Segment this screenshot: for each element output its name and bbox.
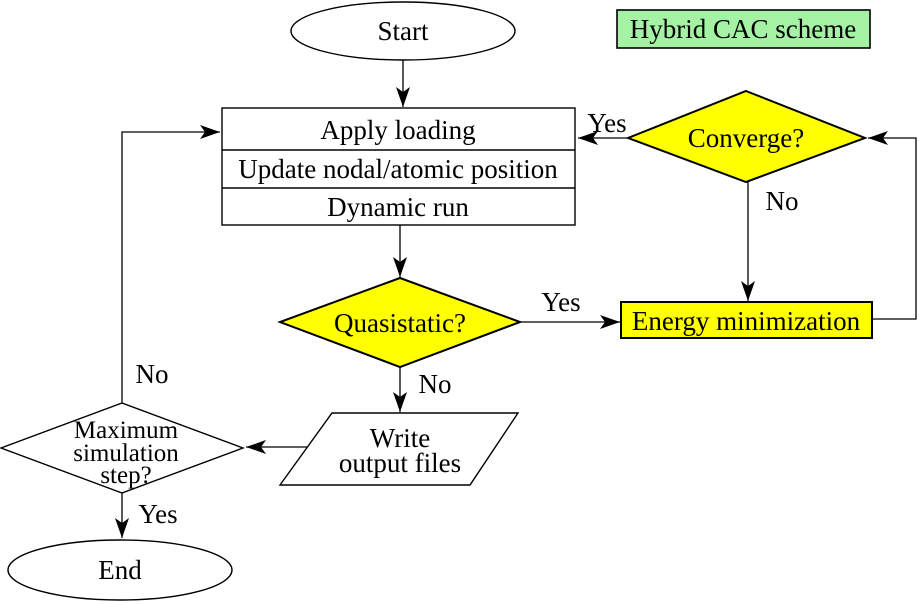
start-ellipse xyxy=(290,1,516,61)
process-row-update-position: Update nodal/atomic position xyxy=(238,154,558,184)
label-converge-no: No xyxy=(766,186,799,216)
converge-label: Converge? xyxy=(688,123,804,153)
write-output-line2: output files xyxy=(339,448,461,478)
node-start: Start xyxy=(290,1,516,61)
energy-rect xyxy=(620,301,873,339)
label-converge-yes: Yes xyxy=(587,108,626,138)
quasistatic-diamond xyxy=(277,276,523,369)
max-step-line1: Maximum xyxy=(74,417,179,444)
node-quasistatic: Quasistatic? xyxy=(277,276,523,369)
label-maxstep-yes: Yes xyxy=(138,499,177,529)
converge-diamond xyxy=(625,89,868,184)
node-write-output: Write output files xyxy=(278,412,520,486)
edge-maxstep-no-loop-to-process xyxy=(121,125,220,403)
edges xyxy=(115,60,917,538)
process-row-apply-loading: Apply loading xyxy=(320,115,475,145)
scheme-title-box: Hybrid CAC scheme xyxy=(616,9,871,49)
end-label: End xyxy=(98,555,142,585)
edge-labels: Yes No Yes No No Yes xyxy=(136,108,799,529)
process-rect xyxy=(221,107,576,226)
process-row-dynamic-run: Dynamic run xyxy=(327,192,469,222)
end-ellipse xyxy=(7,539,233,601)
max-step-line3: step? xyxy=(100,462,151,489)
write-output-parallelogram xyxy=(278,412,520,486)
scheme-title-rect xyxy=(616,9,871,49)
scheme-title-label: Hybrid CAC scheme xyxy=(630,14,856,44)
node-energy-minimization: Energy minimization xyxy=(620,301,873,339)
max-step-line2: simulation xyxy=(73,440,179,467)
node-max-step: Maximum simulation step? xyxy=(0,402,246,494)
energy-label: Energy minimization xyxy=(632,306,861,336)
quasistatic-label: Quasistatic? xyxy=(334,308,466,338)
label-maxstep-no: No xyxy=(136,359,169,389)
max-step-diamond xyxy=(0,402,246,494)
write-output-line1: Write xyxy=(370,423,430,453)
node-converge: Converge? xyxy=(625,89,868,184)
node-end: End xyxy=(7,539,233,601)
start-label: Start xyxy=(378,16,429,46)
node-process: Apply loading Update nodal/atomic positi… xyxy=(221,107,576,226)
label-quasistatic-yes: Yes xyxy=(541,287,580,317)
label-quasistatic-no: No xyxy=(419,369,452,399)
edge-energy-feedback-to-converge xyxy=(868,131,917,320)
